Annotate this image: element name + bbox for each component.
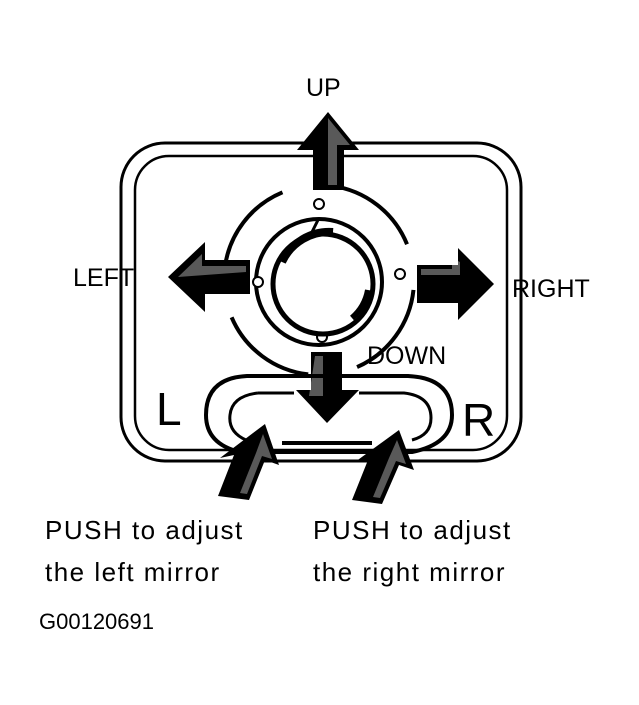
label-r: R	[462, 394, 495, 446]
label-left: LEFT	[73, 264, 134, 292]
label-l: L	[156, 383, 182, 435]
figure-code: G00120691	[39, 609, 154, 634]
arrow-up-icon[interactable]	[297, 112, 359, 190]
push-left-arrow-icon	[218, 424, 279, 500]
caption-right-line2: the right mirror	[313, 557, 506, 587]
arrow-down-icon[interactable]	[296, 352, 359, 423]
mirror-selector-rocker[interactable]	[203, 374, 455, 454]
joystick-knob[interactable]	[270, 219, 376, 337]
arrow-left-icon[interactable]	[168, 242, 250, 312]
caption-left-line2: the left mirror	[45, 557, 221, 587]
label-up: UP	[306, 74, 341, 102]
arrow-right-icon[interactable]	[417, 248, 494, 320]
label-right: RIGHT	[512, 275, 590, 303]
caption-left-line1: PUSH to adjust	[45, 515, 244, 545]
caption-right-line1: PUSH to adjust	[313, 515, 512, 545]
label-down: DOWN	[367, 342, 446, 370]
push-right-arrow-icon	[352, 430, 414, 504]
